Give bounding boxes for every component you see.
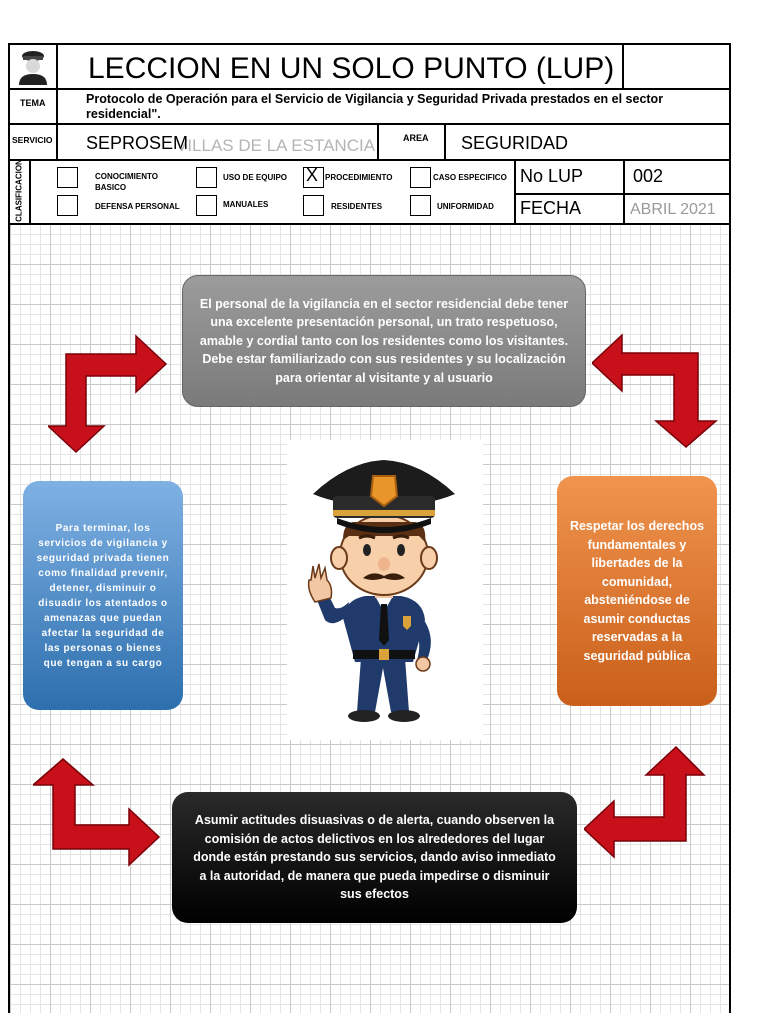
option-caso-especifico-label: CASO ESPECIFICO (433, 173, 507, 182)
box-right-text: Respetar los derechos fundamentales y li… (569, 519, 705, 663)
tema-label: TEMA (20, 98, 46, 108)
area-value: SEGURIDAD (461, 133, 569, 153)
tema-text: Protocolo de Operación para el Servicio … (86, 92, 664, 121)
tema-text-cell: Protocolo de Operación para el Servicio … (56, 88, 731, 125)
title-cell: LECCION EN UN SOLO PUNTO (LUP) (56, 43, 624, 90)
servicio-value: SEPROSEM (86, 133, 189, 153)
box-top: El personal de la vigilancia en el secto… (182, 275, 586, 407)
fecha-label-cell: FECHA (514, 193, 625, 225)
box-bottom: Asumir actitudes disuasivas o de alerta,… (172, 792, 577, 923)
no-lup-value-cell: 002 (623, 159, 731, 195)
clasificacion-cell: CLASIFICACION (8, 159, 31, 225)
guard-logo-icon (19, 51, 47, 85)
fecha-value: ABRIL 2021 (630, 201, 716, 218)
fecha-value-cell: ABRIL 2021 (623, 193, 731, 225)
title-extra-cell (622, 43, 731, 90)
check-mark: X (306, 165, 319, 185)
logo-cell (8, 43, 58, 90)
option-procedimiento-label: PROCEDIMIENTO (325, 173, 393, 182)
option-residentes-label: RESIDENTES (331, 202, 383, 211)
checkbox-defensa[interactable] (57, 195, 78, 216)
arrow-top-right-icon (592, 333, 718, 448)
box-left-text: Para terminar, los servicios de vigilanc… (36, 522, 170, 669)
servicio-watermark: VILLAS DE LA ESTANCIA (176, 136, 376, 155)
option-manuales-label: MANUALES (223, 200, 269, 209)
checkbox-uso-equipo[interactable] (196, 167, 217, 188)
clasificacion-label: CLASIFICACION (14, 159, 24, 222)
box-top-text: El personal de la vigilancia en el secto… (199, 296, 569, 385)
no-lup-label-cell: No LUP (514, 159, 625, 195)
sheet-border (8, 43, 731, 1013)
no-lup-value: 002 (633, 166, 664, 186)
checkbox-uniformidad[interactable] (410, 195, 431, 216)
checkbox-conocimiento[interactable] (57, 167, 78, 188)
box-left: Para terminar, los servicios de vigilanc… (23, 481, 183, 710)
option-defensa-label: DEFENSA PERSONAL (95, 202, 180, 211)
servicio-label: SERVICIO (12, 135, 53, 145)
box-right: Respetar los derechos fundamentales y li… (557, 476, 717, 706)
checkbox-caso-especifico[interactable] (410, 167, 431, 188)
fecha-label: FECHA (520, 198, 582, 218)
area-value-cell: SEGURIDAD (444, 123, 731, 161)
option-uso-equipo-label: USO DE EQUIPO (223, 173, 288, 182)
option-conocimiento-label: CONOCIMIENTO BASICO (95, 172, 158, 192)
option-uniformidad-label: UNIFORMIDAD (437, 202, 494, 211)
area-label-cell: AREA (377, 123, 446, 161)
police-officer-illustration (287, 440, 483, 740)
police-officer-icon (307, 460, 455, 722)
arrow-bottom-right-icon (584, 745, 706, 859)
no-lup-label: No LUP (520, 166, 584, 186)
area-label: AREA (403, 133, 429, 143)
arrow-top-left-icon (48, 334, 168, 454)
tema-label-cell: TEMA (8, 88, 58, 125)
servicio-value-cell: VILLAS DE LA ESTANCIA SEPROSEM (56, 123, 379, 161)
checkbox-residentes[interactable] (303, 195, 324, 216)
box-bottom-text: Asumir actitudes disuasivas o de alerta,… (193, 813, 556, 902)
arrow-bottom-left-icon (33, 758, 161, 867)
checkbox-procedimiento[interactable]: X (303, 165, 324, 188)
checkbox-manuales[interactable] (196, 195, 217, 216)
page-title: LECCION EN UN SOLO PUNTO (LUP) (88, 52, 615, 85)
